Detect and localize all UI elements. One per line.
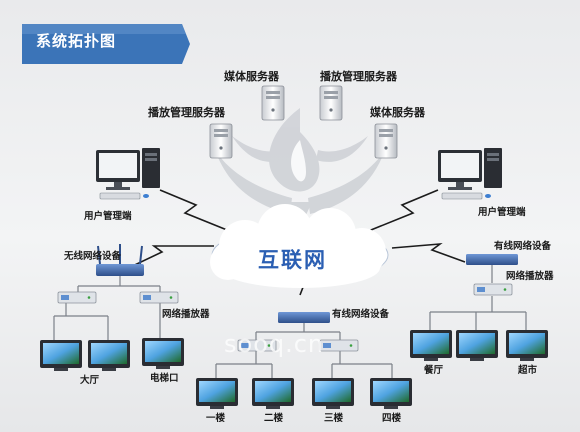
- media-server-right-label: 媒体服务器: [370, 106, 425, 119]
- media-server-top-label: 媒体服务器: [224, 70, 279, 83]
- elevator-label: 电梯口: [150, 373, 179, 384]
- wired-device-center-label: 有线网络设备: [332, 309, 390, 320]
- user-terminal-left-label: 用户管理端: [84, 211, 132, 222]
- floor2-label: 二楼: [264, 413, 284, 424]
- page-title: 系统拓扑图: [36, 32, 117, 50]
- restaurant-label: 餐厅: [424, 365, 444, 376]
- wired-device-right-label: 有线网络设备: [494, 241, 552, 252]
- watermark: sooq.cn: [224, 330, 325, 358]
- floor4-label: 四楼: [382, 413, 402, 424]
- net-player-right-label: 网络播放器: [506, 271, 554, 282]
- supermarket-label: 超市: [518, 365, 538, 376]
- wireless-device-label: 无线网络设备: [64, 251, 122, 262]
- net-player-left-label: 网络播放器: [162, 309, 210, 320]
- playback-server-left-label: 播放管理服务器: [148, 106, 225, 119]
- internet-cloud-label: 互联网: [258, 248, 327, 272]
- wireless-router-icon: [96, 244, 144, 276]
- playback-server-top-label: 播放管理服务器: [320, 70, 397, 83]
- user-terminal-right-label: 用户管理端: [478, 207, 526, 218]
- floor3-label: 三楼: [324, 413, 344, 424]
- floor1-label: 一楼: [206, 413, 226, 424]
- hall-label: 大厅: [80, 375, 100, 386]
